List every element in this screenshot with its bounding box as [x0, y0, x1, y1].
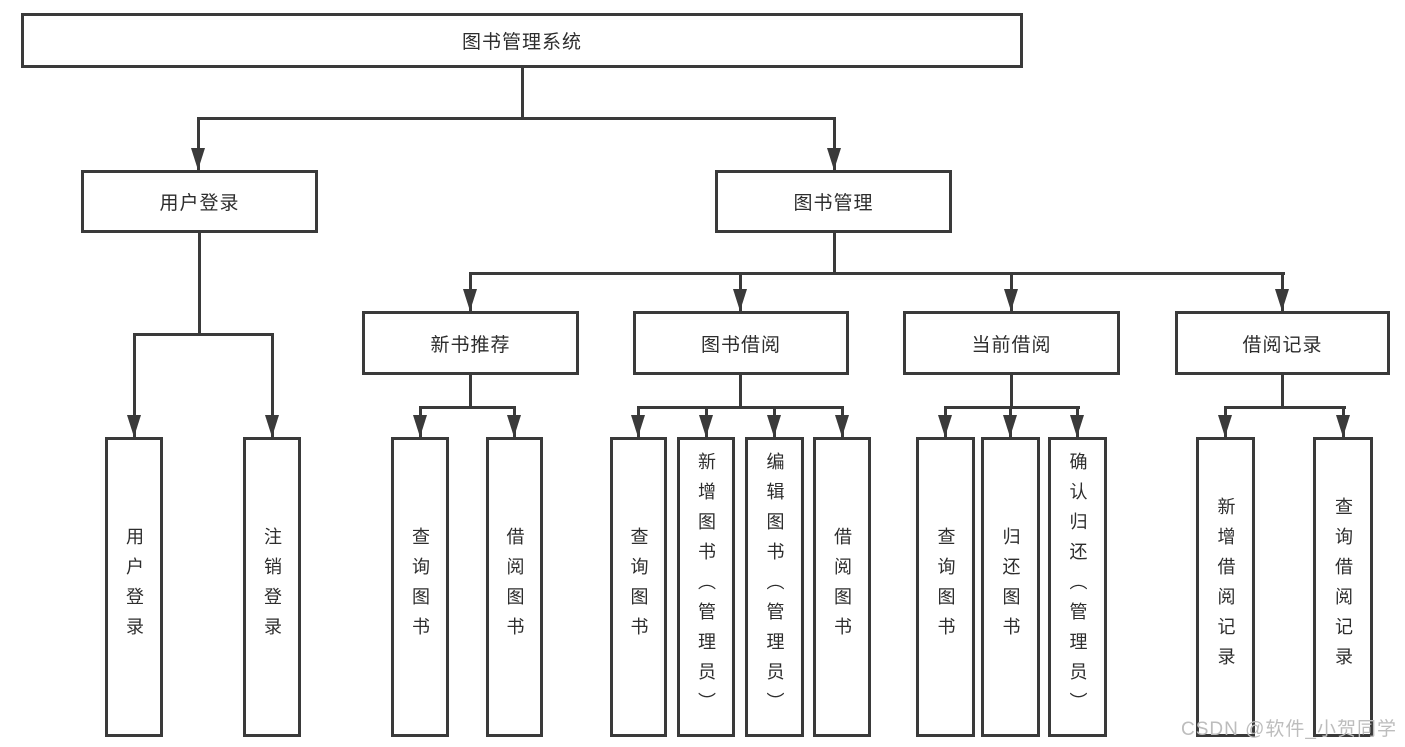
arrow-down-icon	[265, 415, 279, 437]
arrow-down-icon	[463, 289, 477, 311]
connector-line	[196, 118, 200, 170]
connector-line	[468, 271, 1285, 275]
connector-line	[1280, 375, 1284, 407]
leaf-query-borrow-record: 查询借阅记录	[1313, 437, 1373, 737]
leaf-add-books-admin: 新增图书（管理员）	[677, 437, 735, 737]
arrow-down-icon	[1275, 289, 1289, 311]
connector-line	[1009, 375, 1013, 407]
leaf-edit-books-admin: 编辑图书（管理员）	[745, 437, 804, 737]
connector-line	[943, 405, 1080, 409]
arrow-down-icon	[1070, 415, 1084, 437]
arrow-down-icon	[631, 415, 645, 437]
leaf-return-books: 归还图书	[981, 437, 1040, 737]
arrow-down-icon	[1004, 289, 1018, 311]
node-book-borrow: 图书借阅	[633, 311, 849, 375]
arrow-down-icon	[127, 415, 141, 437]
connector-line	[468, 375, 472, 407]
connector-line	[196, 116, 836, 120]
csdn-watermark: CSDN @软件_小贺同学	[1181, 719, 1397, 740]
arrow-down-icon	[507, 415, 521, 437]
arrow-down-icon	[835, 415, 849, 437]
leaf-query-books-recommend: 查询图书	[391, 437, 449, 737]
leaf-logout: 注销登录	[243, 437, 301, 737]
connector-line	[132, 332, 274, 336]
arrow-down-icon	[1003, 415, 1017, 437]
arrow-down-icon	[827, 148, 841, 170]
connector-line	[832, 118, 836, 170]
leaf-add-borrow-record: 新增借阅记录	[1196, 437, 1255, 737]
connector-line	[520, 68, 524, 118]
leaf-user-login: 用户登录	[105, 437, 163, 737]
node-book-management: 图书管理	[715, 170, 952, 233]
node-root-system: 图书管理系统	[21, 13, 1023, 68]
arrow-down-icon	[767, 415, 781, 437]
connector-line	[418, 405, 516, 409]
arrow-down-icon	[938, 415, 952, 437]
connector-line	[738, 375, 742, 407]
connector-line	[832, 233, 836, 273]
leaf-confirm-return-admin: 确认归还（管理员）	[1048, 437, 1107, 737]
connector-line	[270, 334, 274, 437]
node-borrow-records: 借阅记录	[1175, 311, 1390, 375]
arrow-down-icon	[191, 148, 205, 170]
arrow-down-icon	[1336, 415, 1350, 437]
arrow-down-icon	[733, 289, 747, 311]
arrow-down-icon	[699, 415, 713, 437]
arrow-down-icon	[413, 415, 427, 437]
node-new-book-recommend: 新书推荐	[362, 311, 579, 375]
node-user-login: 用户登录	[81, 170, 318, 233]
leaf-query-books-borrow: 查询图书	[610, 437, 667, 737]
connector-line	[636, 405, 844, 409]
connector-line	[1223, 405, 1346, 409]
leaf-query-books-current: 查询图书	[916, 437, 975, 737]
connector-line	[198, 233, 201, 334]
leaf-borrow-books: 借阅图书	[813, 437, 871, 737]
leaf-borrow-books-recommend: 借阅图书	[486, 437, 543, 737]
connector-line	[132, 334, 136, 437]
node-current-borrow: 当前借阅	[903, 311, 1120, 375]
arrow-down-icon	[1218, 415, 1232, 437]
